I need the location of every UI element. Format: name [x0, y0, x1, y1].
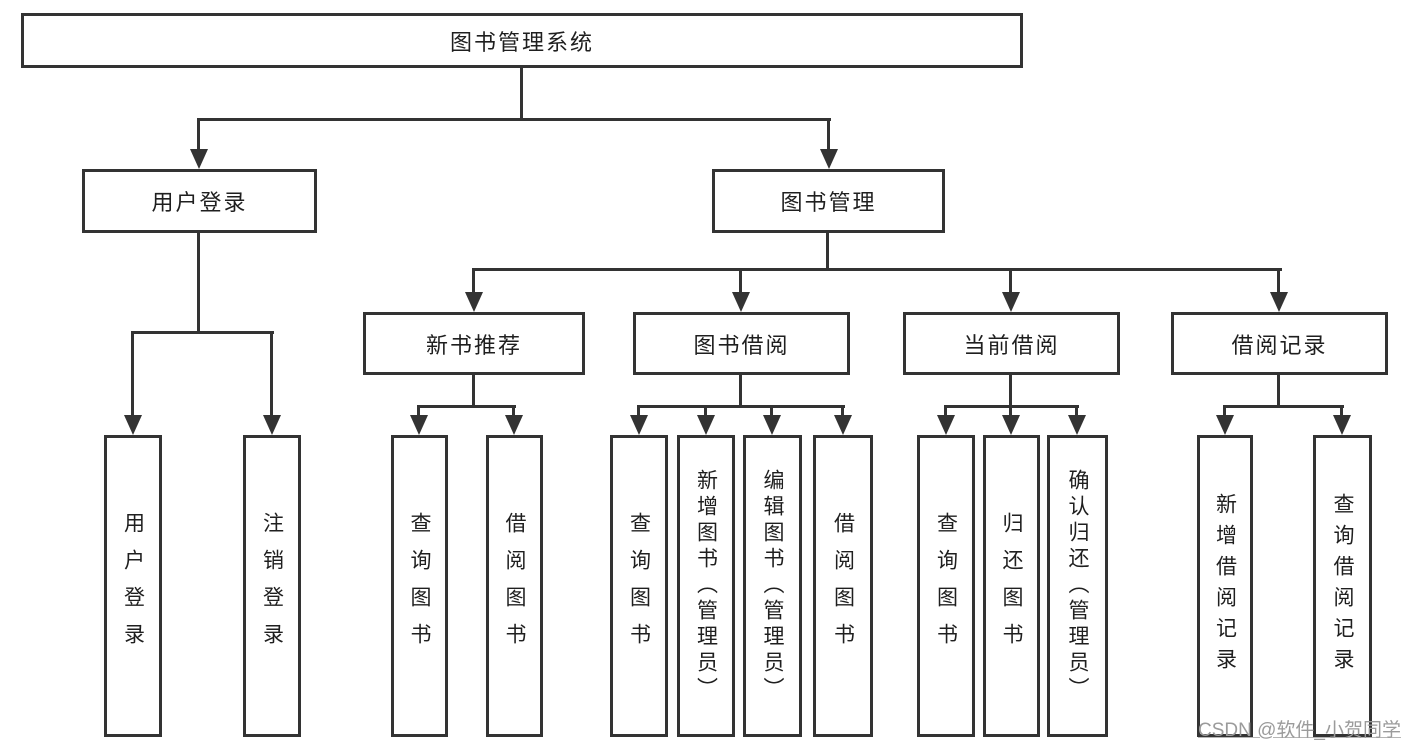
leaf-confirm-return-admin-label: 确认归还（管理员） [1066, 469, 1089, 703]
connector-mgmt-drop-3 [1009, 270, 1012, 295]
node-book-management-label: 图书管理 [780, 190, 877, 215]
leaf-return-book: 归还图书 [983, 435, 1040, 737]
leaf-recommend-query-books-label: 查询图书 [408, 512, 431, 660]
leaf-query-borrow-record-label: 查询借阅记录 [1331, 493, 1354, 679]
arrow-down-icon [505, 415, 523, 435]
connector-borrow-drop-4 [841, 407, 844, 418]
leaf-logout: 注销登录 [243, 435, 301, 737]
arrow-down-icon [820, 149, 838, 169]
leaf-edit-book-admin-label: 编辑图书（管理员） [761, 469, 784, 703]
connector-login-stem [197, 233, 200, 334]
node-root: 图书管理系统 [21, 13, 1023, 68]
connector-root-drop-right [827, 120, 830, 152]
arrow-down-icon [937, 415, 955, 435]
arrow-down-icon [263, 415, 281, 435]
csdn-watermark: CSDN @软件_小贺同学 [1198, 720, 1401, 741]
arrow-down-icon [1333, 415, 1351, 435]
connector-current-bar [944, 405, 1079, 408]
connector-recommend-drop-2 [512, 407, 515, 418]
arrow-down-icon [1002, 292, 1020, 312]
leaf-logout-label: 注销登录 [260, 512, 284, 660]
node-user-login: 用户登录 [82, 169, 317, 233]
node-user-login-label: 用户登录 [151, 190, 248, 215]
node-book-borrow: 图书借阅 [633, 312, 850, 375]
arrow-down-icon [1216, 415, 1234, 435]
arrow-down-icon [697, 415, 715, 435]
connector-root-drop-left [197, 120, 200, 152]
arrow-down-icon [1068, 415, 1086, 435]
arrow-down-icon [410, 415, 428, 435]
connector-records-bar [1223, 405, 1344, 408]
connector-records-drop-2 [1340, 407, 1343, 418]
leaf-return-book-label: 归还图书 [1000, 512, 1023, 660]
leaf-recommend-borrow-books-label: 借阅图书 [503, 512, 526, 660]
leaf-borrow-query-books: 查询图书 [610, 435, 668, 737]
connector-mgmt-drop-4 [1277, 270, 1280, 295]
connector-borrow-drop-1 [637, 407, 640, 418]
connector-current-drop-3 [1075, 407, 1078, 418]
connector-login-bar [131, 331, 274, 334]
connector-recommend-bar [417, 405, 516, 408]
connector-mgmt-bar [472, 268, 1282, 271]
connector-borrow-drop-3 [770, 407, 773, 418]
connector-mgmt-drop-2 [739, 270, 742, 295]
connector-records-drop-1 [1223, 407, 1226, 418]
arrow-down-icon [732, 292, 750, 312]
leaf-user-login: 用户登录 [104, 435, 162, 737]
connector-root-bar [197, 118, 831, 121]
node-current-borrow: 当前借阅 [903, 312, 1120, 375]
leaf-borrow-query-books-label: 查询图书 [627, 512, 651, 660]
leaf-recommend-query-books: 查询图书 [391, 435, 448, 737]
arrow-down-icon [763, 415, 781, 435]
connector-borrow-stem [739, 374, 742, 408]
connector-borrow-bar [637, 405, 845, 408]
leaf-recommend-borrow-books: 借阅图书 [486, 435, 543, 737]
connector-current-drop-2 [1009, 407, 1012, 418]
connector-current-stem [1009, 374, 1012, 408]
leaf-borrow-books: 借阅图书 [813, 435, 873, 737]
connector-borrow-drop-2 [704, 407, 707, 418]
connector-recommend-drop-1 [417, 407, 420, 418]
leaf-user-login-label: 用户登录 [121, 512, 145, 660]
node-borrow-records: 借阅记录 [1171, 312, 1388, 375]
connector-mgmt-drop-1 [472, 270, 475, 295]
connector-records-stem [1277, 374, 1280, 408]
leaf-query-borrow-record: 查询借阅记录 [1313, 435, 1372, 737]
leaf-borrow-books-label: 借阅图书 [831, 512, 855, 660]
leaf-confirm-return-admin: 确认归还（管理员） [1047, 435, 1108, 737]
connector-root-stem [520, 68, 523, 121]
leaf-add-borrow-record-label: 新增借阅记录 [1213, 493, 1237, 679]
arrow-down-icon [1270, 292, 1288, 312]
connector-mgmt-stem [826, 233, 829, 271]
leaf-current-query-books: 查询图书 [917, 435, 975, 737]
node-borrow-records-label: 借阅记录 [1231, 332, 1328, 358]
arrow-down-icon [124, 415, 142, 435]
arrow-down-icon [465, 292, 483, 312]
arrow-down-icon [630, 415, 648, 435]
leaf-add-book-admin-label: 新增图书（管理员） [694, 469, 718, 703]
connector-login-drop-1 [131, 333, 134, 418]
arrow-down-icon [834, 415, 852, 435]
node-root-label: 图书管理系统 [449, 29, 594, 55]
leaf-add-borrow-record: 新增借阅记录 [1197, 435, 1253, 737]
leaf-current-query-books-label: 查询图书 [934, 512, 958, 660]
leaf-edit-book-admin: 编辑图书（管理员） [743, 435, 802, 737]
node-book-management: 图书管理 [712, 169, 945, 233]
arrow-down-icon [190, 149, 208, 169]
node-new-book-recommend-label: 新书推荐 [425, 332, 522, 358]
node-current-borrow-label: 当前借阅 [963, 332, 1060, 358]
connector-recommend-stem [472, 374, 475, 408]
connector-current-drop-1 [944, 407, 947, 418]
connector-login-drop-2 [270, 333, 273, 418]
node-book-borrow-label: 图书借阅 [693, 332, 790, 358]
leaf-add-book-admin: 新增图书（管理员） [677, 435, 735, 737]
arrow-down-icon [1002, 415, 1020, 435]
node-new-book-recommend: 新书推荐 [363, 312, 585, 375]
